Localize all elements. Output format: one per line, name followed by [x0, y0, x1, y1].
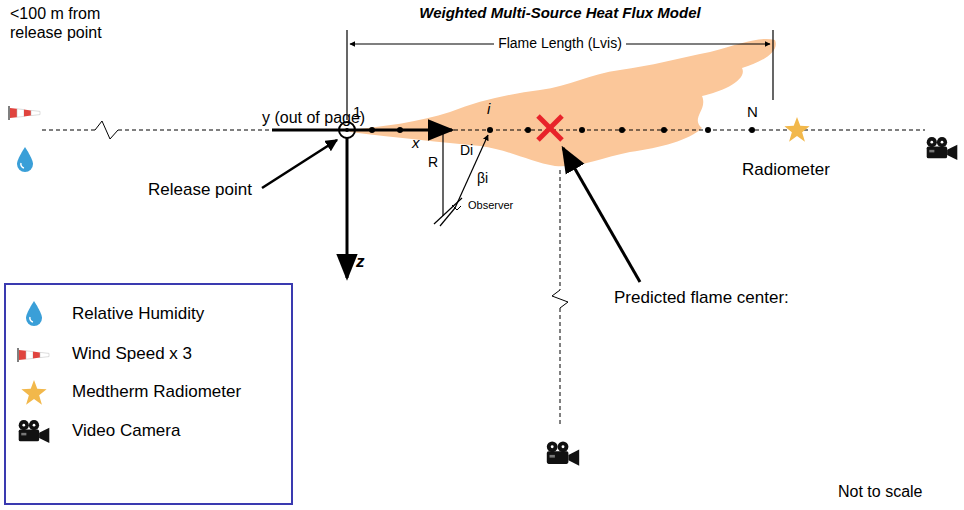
note-label: Not to scale: [838, 482, 922, 501]
legend-text: Wind Speed x 3: [72, 344, 192, 364]
camera-icon: [927, 137, 958, 160]
axis-label: y (out of page): [262, 108, 365, 127]
axis-label: x: [412, 134, 420, 152]
legend-text: Medtherm Radiometer: [72, 382, 241, 402]
humidity-drop-icon: [17, 147, 33, 172]
callout-label: Release point: [148, 180, 252, 200]
distance-note: <100 m from release point: [10, 4, 128, 42]
wind-sock-icon: [9, 106, 40, 120]
legend-text: Relative Humidity: [72, 304, 204, 324]
radiometer-star: [784, 117, 809, 142]
callout-label: Radiometer: [742, 160, 830, 180]
legend-text: Video Camera: [72, 421, 180, 441]
diagram-title: Weighted Multi-Source Heat Flux Model: [419, 4, 700, 22]
callout-label: Predicted flame center:: [614, 288, 789, 308]
dimension-label: Di: [460, 142, 473, 159]
axis-label: z: [356, 252, 365, 272]
observer-label: Observer: [468, 199, 513, 212]
point-number: N: [747, 103, 758, 121]
camera-icon: [547, 441, 579, 465]
point-number: i: [487, 100, 490, 118]
legend-box: [5, 284, 292, 504]
point-number: 1: [353, 103, 361, 121]
dimension-label: Flame Length (Lvis): [494, 35, 626, 52]
flame-shape: [350, 39, 776, 166]
dimension-label: R: [428, 154, 438, 171]
angle-label: βi: [477, 170, 488, 187]
